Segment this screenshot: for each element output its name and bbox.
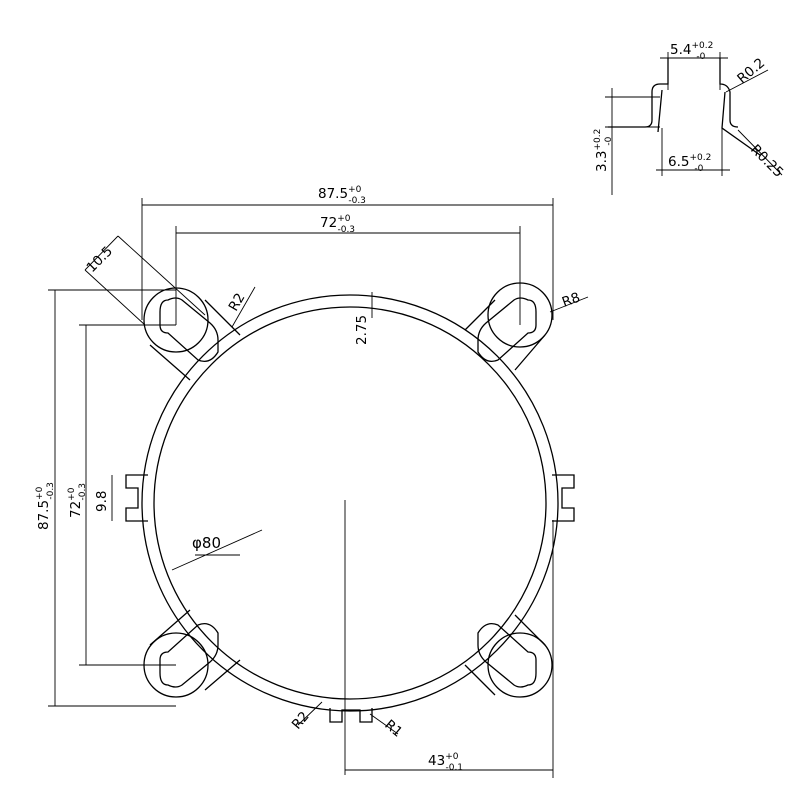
label-detail-opening: 5.4+0.2-0 [670, 41, 713, 62]
label-fillet-top: R2 [226, 290, 249, 314]
label-slot-radius: R1 [381, 717, 405, 741]
lug-web-bottom-left [149, 609, 241, 691]
label-half-width: 43+0-0.1 [428, 752, 463, 773]
dim-lug-radius-leader [549, 296, 589, 313]
dim-detail-corner-leader [737, 129, 783, 176]
label-lug-outer-radius: R8 [560, 290, 582, 311]
pocket-top-left [159, 297, 219, 363]
label-hole-height: 72+0-0.3 [67, 483, 88, 518]
pocket-bottom-right [477, 622, 537, 688]
pocket-top-right [477, 297, 537, 363]
label-fillet-bottom: R2 [289, 709, 313, 733]
lug-web-top-right [464, 299, 546, 371]
ext-line [84, 269, 146, 326]
label-slot-height: 9.8 [94, 491, 110, 512]
lug-web-top-left [149, 299, 241, 381]
slot-bottom [329, 708, 373, 723]
profile-outline [125, 282, 575, 723]
pocket-bottom-left [159, 622, 219, 688]
dim-bore-leader [171, 529, 263, 571]
slot-detail: 5.4+0.2-0 6.5+0.2-0 3.3+0.2-0 R0.2 R0.25 [593, 41, 786, 195]
dim-fillet-bottom-leader [297, 701, 323, 726]
detail-inner [657, 89, 761, 156]
dim-slot-radius-leader [369, 713, 399, 735]
label-hole-width: 72+0-0.3 [320, 214, 355, 235]
dim-detail-lip-leader [725, 69, 769, 93]
slot-left [125, 474, 148, 522]
ext-line [84, 235, 119, 271]
slot-right [552, 474, 575, 522]
outer-wall-circle [141, 294, 559, 712]
label-detail-base: 6.5+0.2-0 [668, 153, 711, 174]
dim-lug-width-line [117, 235, 206, 316]
label-lug-width: 10.5 [84, 243, 117, 276]
dim-fillet-top-leader [231, 286, 256, 328]
dimension-lines [48, 198, 589, 778]
label-overall-width: 87.5+0-0.3 [318, 185, 366, 206]
detail-profile [608, 58, 739, 128]
label-overall-height: 87.5+0-0.3 [35, 482, 56, 530]
label-bore-diameter: φ80 [192, 534, 221, 552]
label-detail-lip-radius: R0.2 [734, 55, 768, 87]
dimension-labels: 87.5+0-0.3 72+0-0.3 87.5+0-0.3 72+0-0.3 … [35, 185, 582, 773]
inner-bore-circle [153, 306, 547, 700]
label-wall-thickness: 2.75 [354, 315, 370, 345]
label-detail-depth: 3.3+0.2-0 [593, 129, 614, 172]
lug-bottom-right [487, 632, 553, 698]
label-detail-corner-radius: R0.25 [747, 142, 786, 181]
lug-web-bottom-right [464, 614, 546, 696]
